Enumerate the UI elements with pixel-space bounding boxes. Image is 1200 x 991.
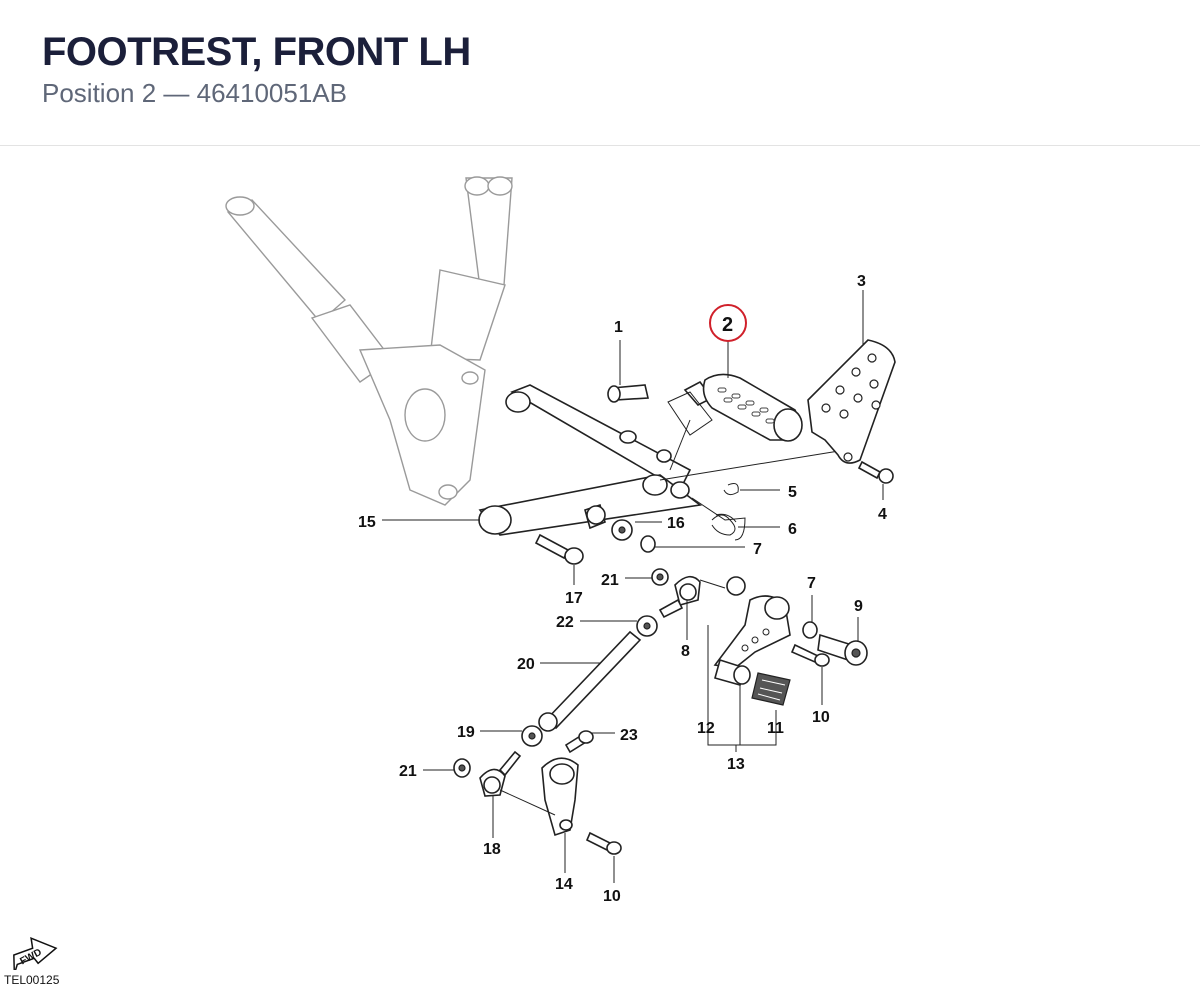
part-1-bolt [607, 384, 649, 403]
fwd-label: FWD [18, 947, 43, 967]
callout-20: 20 [517, 656, 535, 673]
callout-8: 8 [681, 643, 690, 660]
callout-5: 5 [788, 484, 797, 501]
part-11-shift-pad [751, 672, 791, 706]
part-10-bolt [585, 643, 830, 855]
part-3-heel-plate [807, 339, 896, 464]
page-subtitle: Position 2 — 46410051AB [42, 78, 347, 108]
callout-7-upper: 7 [753, 541, 762, 558]
callout-3: 3 [857, 273, 866, 290]
part-6-spring [691, 497, 746, 541]
callout-2-highlight-ring [709, 304, 747, 342]
callout-15: 15 [358, 514, 376, 531]
callout-23: 23 [620, 727, 638, 744]
callout-9: 9 [854, 598, 863, 615]
callout-18: 18 [483, 841, 501, 858]
leader-lines [382, 290, 884, 883]
part-7-circlip [640, 535, 818, 639]
part-14-shift-arm [541, 757, 579, 837]
part-9-bolt [817, 633, 868, 666]
callout-labels: 1 2 3 4 5 6 7 7 8 9 10 10 11 12 13 14 15… [358, 273, 887, 905]
page-title: FOOTREST, FRONT LH [42, 30, 471, 74]
part-4-bolt [857, 460, 894, 484]
part-18-rod-end [479, 750, 556, 816]
part-2-footpeg-rubber [667, 373, 803, 471]
callout-1: 1 [614, 319, 623, 336]
callout-4: 4 [878, 506, 887, 523]
callout-2: 2 [722, 314, 733, 336]
shift-linkage [521, 568, 746, 747]
callout-10-bottom: 10 [603, 888, 621, 905]
diagram-reference: TEL00125 [4, 973, 60, 987]
part-17-bolt [534, 533, 584, 565]
part-12-shift-lever [713, 595, 791, 686]
part-23-bolt [564, 730, 594, 754]
callout-14: 14 [555, 876, 573, 893]
callout-16: 16 [667, 515, 685, 532]
callout-10-right: 10 [812, 709, 830, 726]
part-5-clip [723, 483, 739, 496]
callout-12: 12 [697, 720, 715, 737]
callout-21-lower: 21 [399, 763, 417, 780]
forward-arrow-icon: FWD [13, 936, 58, 970]
part-21-nut [453, 758, 471, 778]
callout-21-upper: 21 [601, 572, 619, 589]
callout-7-lower: 7 [807, 575, 816, 592]
callout-22: 22 [556, 614, 574, 631]
callout-13: 13 [727, 756, 745, 773]
callout-11: 11 [767, 720, 784, 737]
frame-ghost [225, 176, 513, 506]
callout-6: 6 [788, 521, 797, 538]
header: FOOTREST, FRONT LH Position 2 — 46410051… [0, 0, 1200, 146]
callout-19: 19 [457, 724, 475, 741]
footrest-bracket [478, 384, 846, 536]
callout-17: 17 [565, 590, 583, 607]
part-16-spacer [584, 503, 633, 541]
